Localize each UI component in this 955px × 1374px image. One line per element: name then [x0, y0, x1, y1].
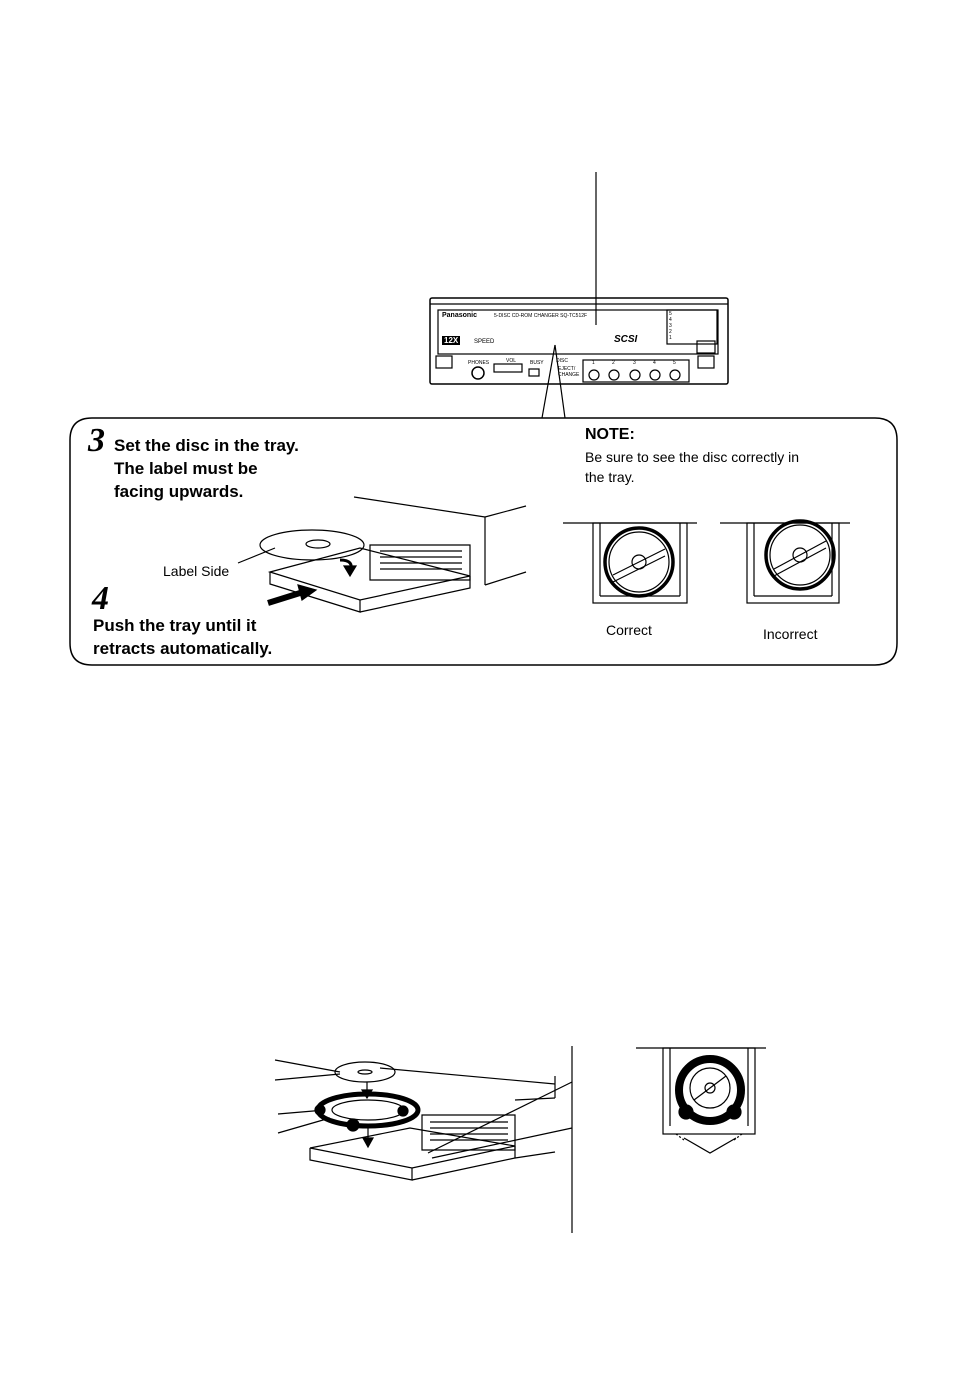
incorrect-caption: Incorrect	[763, 626, 818, 642]
label-side-caption: Label Side	[163, 563, 230, 579]
slot-number: 3	[633, 360, 636, 366]
speed-text: SPEED	[474, 339, 495, 345]
step-3-line: facing upwards.	[114, 482, 244, 501]
indicator-number: 3	[669, 323, 672, 329]
note-body: Be sure to see the disc correctly in the…	[585, 447, 799, 487]
note-title: NOTE:	[585, 426, 635, 443]
slot-number: 2	[612, 360, 615, 366]
drive-front-panel: Panasonic 5-DISC CD-ROM CHANGER SQ-TC512…	[430, 298, 728, 384]
step-3-instructions: Set the disc in the tray. The label must…	[114, 434, 299, 503]
interface-label: SCSI	[614, 334, 638, 345]
slot-number: 5	[673, 360, 676, 366]
busy-label: BUSY	[530, 360, 544, 366]
step-4-number: 4	[92, 580, 109, 617]
indicator-number: 2	[669, 329, 672, 335]
vol-label: VOL	[506, 358, 517, 364]
brand-logo: Panasonic	[442, 312, 478, 319]
correct-caption: Correct	[606, 622, 652, 638]
step-4-line: retracts automatically.	[93, 639, 273, 658]
indicator-number: 5	[669, 311, 672, 317]
step-4-instructions: Push the tray until it retracts automati…	[93, 614, 272, 660]
model-text: 5-DISC CD-ROM CHANGER SQ-TC512F	[494, 313, 588, 319]
note-line: the tray.	[585, 469, 635, 485]
slot-number: 4	[653, 360, 656, 366]
step-3-line: Set the disc in the tray.	[114, 436, 299, 455]
note-line: Be sure to see the disc correctly in	[585, 449, 799, 465]
disc-label: DISC	[556, 358, 568, 364]
indicator-number: 1	[669, 335, 672, 341]
step-3-line: The label must be	[114, 459, 258, 478]
step-4-line: Push the tray until it	[93, 616, 257, 635]
indicator-number: 4	[669, 317, 672, 323]
speed-badge: 12X	[442, 336, 461, 345]
slot-number: 1	[592, 360, 595, 366]
phones-label: PHONES	[468, 360, 490, 366]
eject-label: EJECT/ CHANGE	[558, 366, 580, 378]
step-3-number: 3	[88, 422, 105, 459]
